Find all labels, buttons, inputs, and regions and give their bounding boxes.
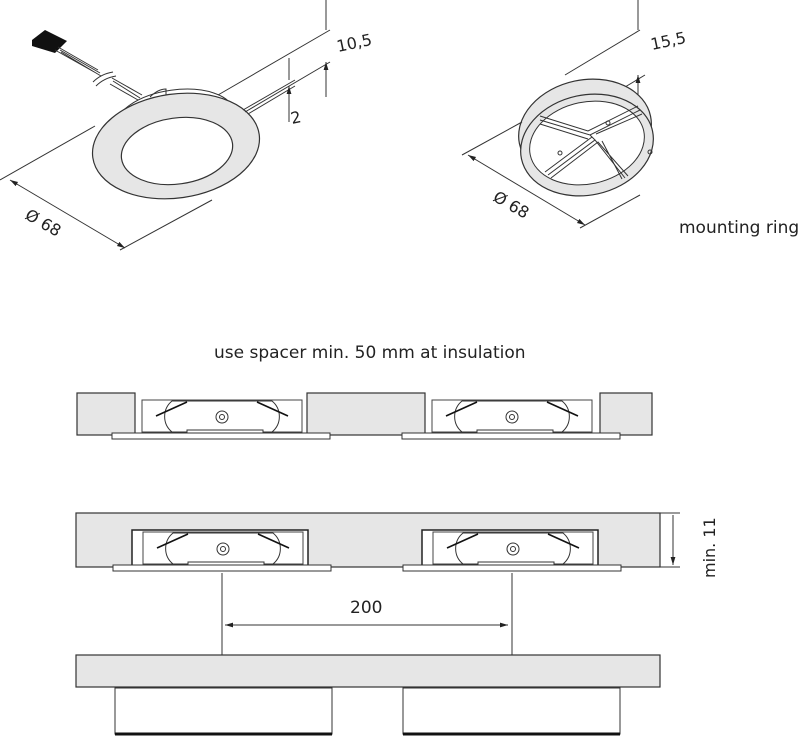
dim-height-label: 15,5 [649, 28, 688, 54]
connector-icon [32, 30, 143, 101]
downlight-fixture-view: 10,5 2 Ø 68 [0, 0, 374, 251]
dim-spacing-label: 200 [350, 598, 382, 618]
section-with-spacers [76, 392, 653, 440]
fixture-section [401, 399, 621, 440]
spacer-block [306, 392, 426, 436]
surface-ring [114, 687, 333, 735]
board [75, 654, 661, 688]
dim-flange-label: 2 [289, 107, 303, 128]
spacer-block [76, 392, 136, 436]
spacer-block [599, 392, 653, 436]
dim-diameter-label: Ø 68 [22, 205, 64, 240]
dim-diameter-label: Ø 68 [490, 187, 532, 222]
mounting-ring-view: 15,5 Ø 68 mounting ring [461, 0, 799, 238]
fixture-section [402, 531, 622, 572]
fixture-section [111, 399, 331, 440]
section-surface: 200 [75, 573, 661, 736]
fixture-section [112, 531, 332, 572]
mounting-ring-caption: mounting ring [679, 218, 799, 238]
dim-min-depth-label: min. 11 [700, 517, 719, 578]
ring-cross-brace [539, 105, 653, 180]
spacer-note: use spacer min. 50 mm at insulation [214, 343, 526, 363]
section-in-board: min. 11 [75, 512, 719, 578]
surface-ring [402, 687, 621, 735]
dim-height-label: 10,5 [335, 30, 374, 56]
